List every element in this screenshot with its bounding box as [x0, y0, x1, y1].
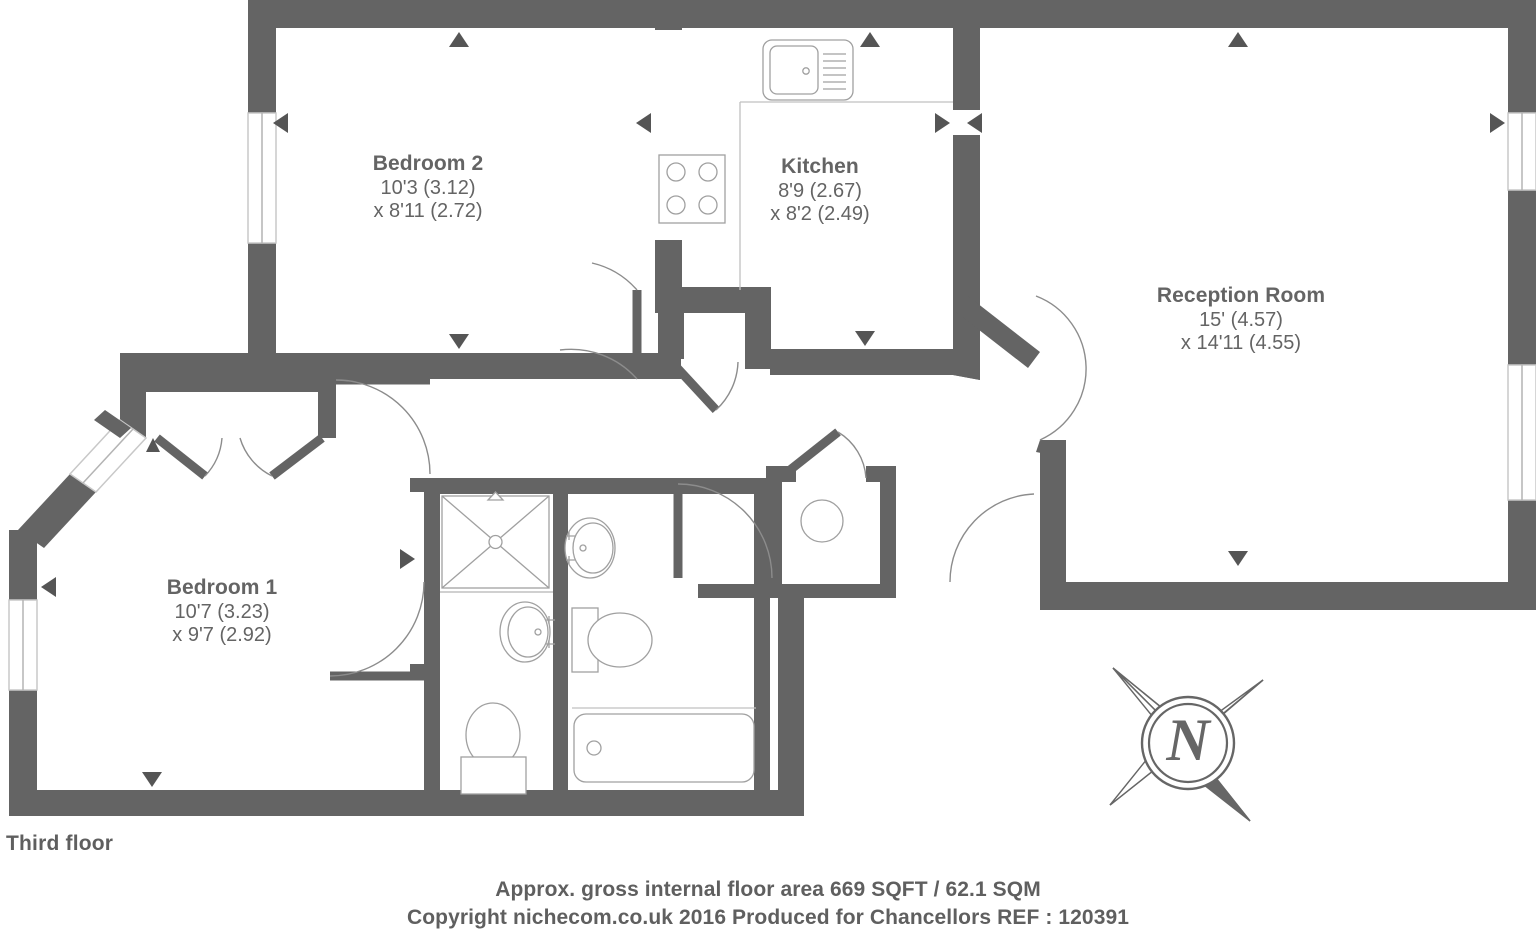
marker-triangles: [41, 32, 1505, 787]
marker-bedroom2-top: [449, 32, 469, 47]
marker-bedroom2-bottom: [449, 334, 469, 349]
room-dimension-line-1: 8'9 (2.67): [778, 179, 862, 202]
toilet-bath-icon: [571, 607, 653, 673]
wash-basin-bath-icon: [564, 517, 616, 579]
walls: [9, 0, 1536, 816]
hot-water-cylinder-icon: [800, 499, 844, 543]
marker-reception-bottom: [1228, 551, 1248, 566]
compass-north-letter: N: [1165, 707, 1212, 773]
wash-basin-shower-icon: [499, 601, 555, 663]
marker-bedroom1-bottom: [142, 772, 162, 787]
floor-label: Third floor: [6, 832, 114, 855]
footer-text-block: Approx. gross internal floor area 669 SQ…: [0, 876, 1536, 932]
marker-hall-right: [967, 113, 982, 133]
marker-kitchen-right: [935, 113, 950, 133]
marker-reception-top: [1228, 32, 1248, 47]
footer-copyright-line: Copyright nichecom.co.uk 2016 Produced f…: [406, 905, 1130, 929]
marker-shower-left: [400, 549, 415, 569]
marker-bedroom2-left: [273, 113, 288, 133]
room-label-bedroom-2: Bedroom 2 10'3 (3.12) x 8'11 (2.72): [373, 152, 484, 224]
room-dimension-line-2: x 8'2 (2.49): [770, 203, 870, 226]
room-dimension-line-1: 10'3 (3.12): [380, 176, 476, 199]
window-bedroom1-left: [8, 599, 38, 691]
doors: [154, 262, 1087, 681]
marker-kitchen-bottom: [855, 331, 875, 346]
door-airing-cupboard: [787, 428, 867, 479]
window-bedroom1-bay: [68, 419, 148, 493]
room-dimension-line-2: x 9'7 (2.92): [172, 624, 272, 647]
kitchen-sink-icon: [762, 39, 854, 101]
bath-tub-icon: [572, 707, 756, 783]
kitchen-hob-icon: [658, 154, 726, 224]
marker-kitchen-top: [860, 32, 880, 47]
room-name: Bedroom 1: [166, 576, 278, 599]
windows: [8, 112, 1536, 691]
room-dimension-line-1: 10'7 (3.23): [174, 600, 270, 623]
marker-bedroom1-left: [41, 577, 56, 597]
door-bedroom2: [559, 262, 642, 380]
door-bedroom1: [329, 581, 425, 681]
fixtures: [440, 39, 953, 795]
door-bathroom: [673, 483, 773, 579]
door-hall-lobby: [335, 375, 431, 475]
door-reception-lower: [949, 493, 1035, 583]
room-dimension-line-2: x 14'11 (4.55): [1180, 332, 1302, 355]
room-label-kitchen: Kitchen 8'9 (2.67) x 8'2 (2.49): [770, 155, 869, 227]
bay-wall-trim: [94, 410, 131, 438]
toilet-shower-icon: [460, 702, 527, 795]
room-dimension-line-1: 15' (4.57): [1199, 308, 1283, 331]
room-name: Reception Room: [1156, 284, 1326, 307]
kitchen-worktop: [739, 101, 953, 290]
footer-area-line: Approx. gross internal floor area 669 SQ…: [495, 878, 1041, 901]
room-dimension-line-2: x 8'11 (2.72): [373, 200, 483, 223]
door-reception-upper: [1035, 295, 1087, 441]
window-bedroom2-left: [247, 112, 277, 244]
room-label-reception-room: Reception Room 15' (4.57) x 14'11 (4.55): [1157, 284, 1325, 356]
room-label-bedroom-1: Bedroom 1 10'7 (3.23) x 9'7 (2.92): [167, 576, 278, 648]
shower-tray-icon: [441, 491, 550, 589]
marker-kitchen-left: [636, 113, 651, 133]
room-name: Bedroom 2: [372, 152, 484, 175]
marker-bedroom1-alcove: [146, 438, 160, 452]
room-name: Kitchen: [781, 155, 859, 178]
window-reception-upper-right: [1507, 112, 1536, 191]
marker-reception-right: [1490, 113, 1505, 133]
door-cupboard-hall: [664, 354, 739, 414]
north-compass-rose: N: [1109, 667, 1264, 822]
door-wardrobe-bedroom1: [154, 434, 325, 480]
window-reception-lower-right: [1507, 364, 1536, 501]
